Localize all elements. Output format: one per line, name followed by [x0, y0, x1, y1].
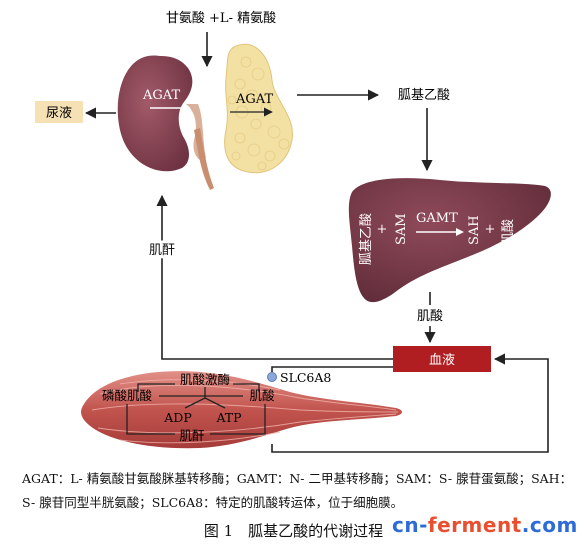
- liver-enzyme-label: GAMT: [416, 211, 458, 226]
- figure-caption: AGAT：L- 精氨酸甘氨酸脒基转移酶；GAMT：N- 二甲基转移酶；SAM：S…: [22, 471, 573, 510]
- muscle-atp-label: ATP: [215, 410, 241, 425]
- muscle-kinase-label: 肌酸激酶: [180, 372, 230, 387]
- liver-gaa-label: 胍基乙酸: [359, 213, 374, 265]
- watermark: cn-ferment.com: [392, 513, 578, 537]
- blood-label: 血液: [429, 353, 455, 368]
- inputs-label: 甘氨酸 +L- 精氨酸: [166, 11, 276, 26]
- blood-to-muscle-line: [271, 366, 393, 372]
- liver-plus-left: +: [377, 222, 388, 237]
- kidney-enzyme-label: AGAT: [142, 88, 180, 103]
- watermark-part3: .com: [521, 513, 578, 537]
- muscle-adp-label: ADP: [163, 410, 191, 425]
- muscle-crn-label: 肌酐: [179, 428, 204, 443]
- watermark-part1: cn-: [392, 513, 428, 537]
- muscle-to-blood-line: [271, 353, 549, 453]
- muscle-pcr-label: 磷酸肌酸: [102, 388, 153, 403]
- metabolism-diagram: 甘氨酸 +L- 精氨酸 AGAT AGAT 胍基乙酸 尿液 胍基乙酸 + SAM…: [35, 11, 551, 453]
- kidney: [117, 55, 214, 190]
- urine-box: [35, 101, 83, 123]
- liver-sah-label: SAH: [467, 215, 482, 245]
- liver: [348, 178, 551, 303]
- muscle-pathway-lines: [126, 383, 266, 435]
- transporter-label: SLC6A8: [280, 370, 331, 385]
- creatinine-left-label: 肌酐: [149, 243, 175, 258]
- gaa-top-label: 胍基乙酸: [398, 88, 450, 103]
- creatinine-return-line: [156, 194, 393, 360]
- pancreas: [224, 43, 293, 174]
- liver-creatine-label: 肌酸: [501, 219, 516, 245]
- liver-plus-right: +: [485, 222, 496, 237]
- urine-label: 尿液: [46, 106, 72, 121]
- blood-box: [393, 346, 491, 372]
- muscle-cr-label: 肌酸: [249, 388, 275, 403]
- transporter-dot: [267, 372, 277, 382]
- liver-sam-label: SAM: [394, 213, 409, 245]
- liver-enzyme-arrowhead: [456, 228, 464, 236]
- pancreas-enzyme-label: AGAT: [235, 92, 273, 107]
- figure-title: 图 1 胍基乙酸的代谢过程: [203, 522, 384, 540]
- watermark-part2: ferment: [427, 513, 522, 537]
- liver-out-label: 肌酸: [417, 309, 443, 324]
- muscle: [81, 371, 402, 449]
